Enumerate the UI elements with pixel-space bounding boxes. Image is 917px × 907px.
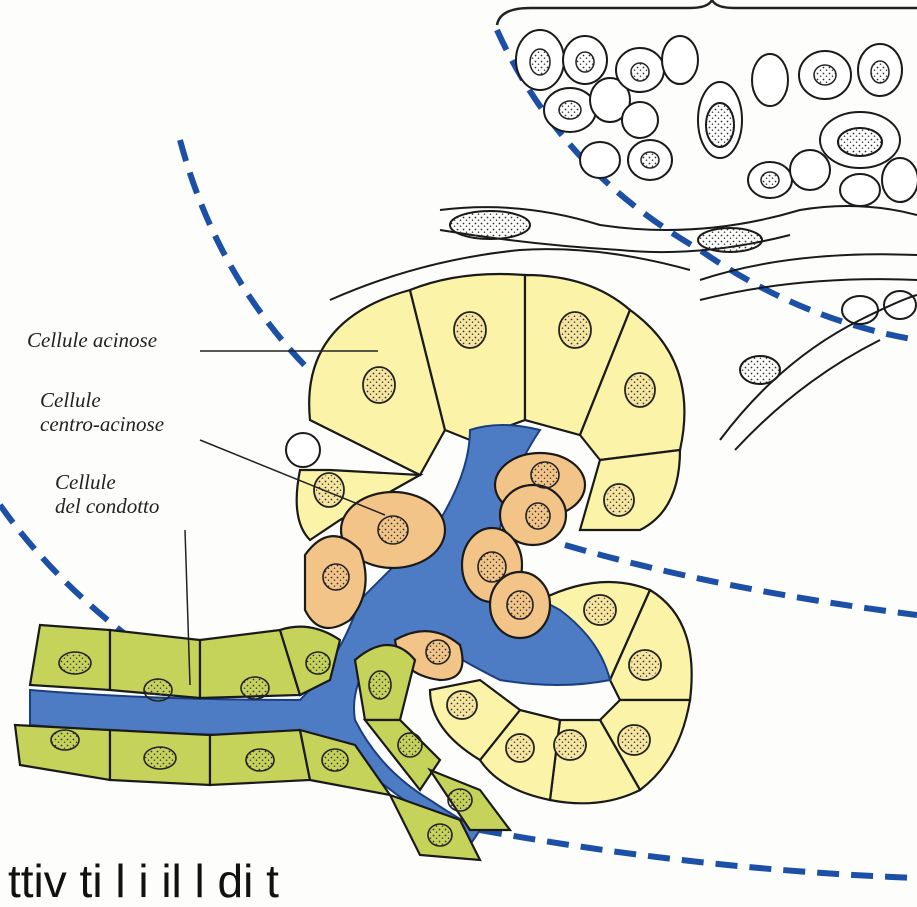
bottom-caption: ttiv ti l i il l di t xyxy=(8,856,279,906)
label-centroacinar-line2: centro-acinose xyxy=(40,412,164,436)
label-centroacinar-line1: Cellule xyxy=(40,388,101,412)
label-acinar-cells: Cellule acinose xyxy=(27,328,157,352)
outer-boundary-arc xyxy=(180,140,330,390)
lower-boundary-arc xyxy=(480,830,917,878)
top-bracket xyxy=(497,0,917,25)
label-duct-line2: del condotto xyxy=(55,494,159,518)
label-duct-line1: Cellule xyxy=(55,470,116,494)
